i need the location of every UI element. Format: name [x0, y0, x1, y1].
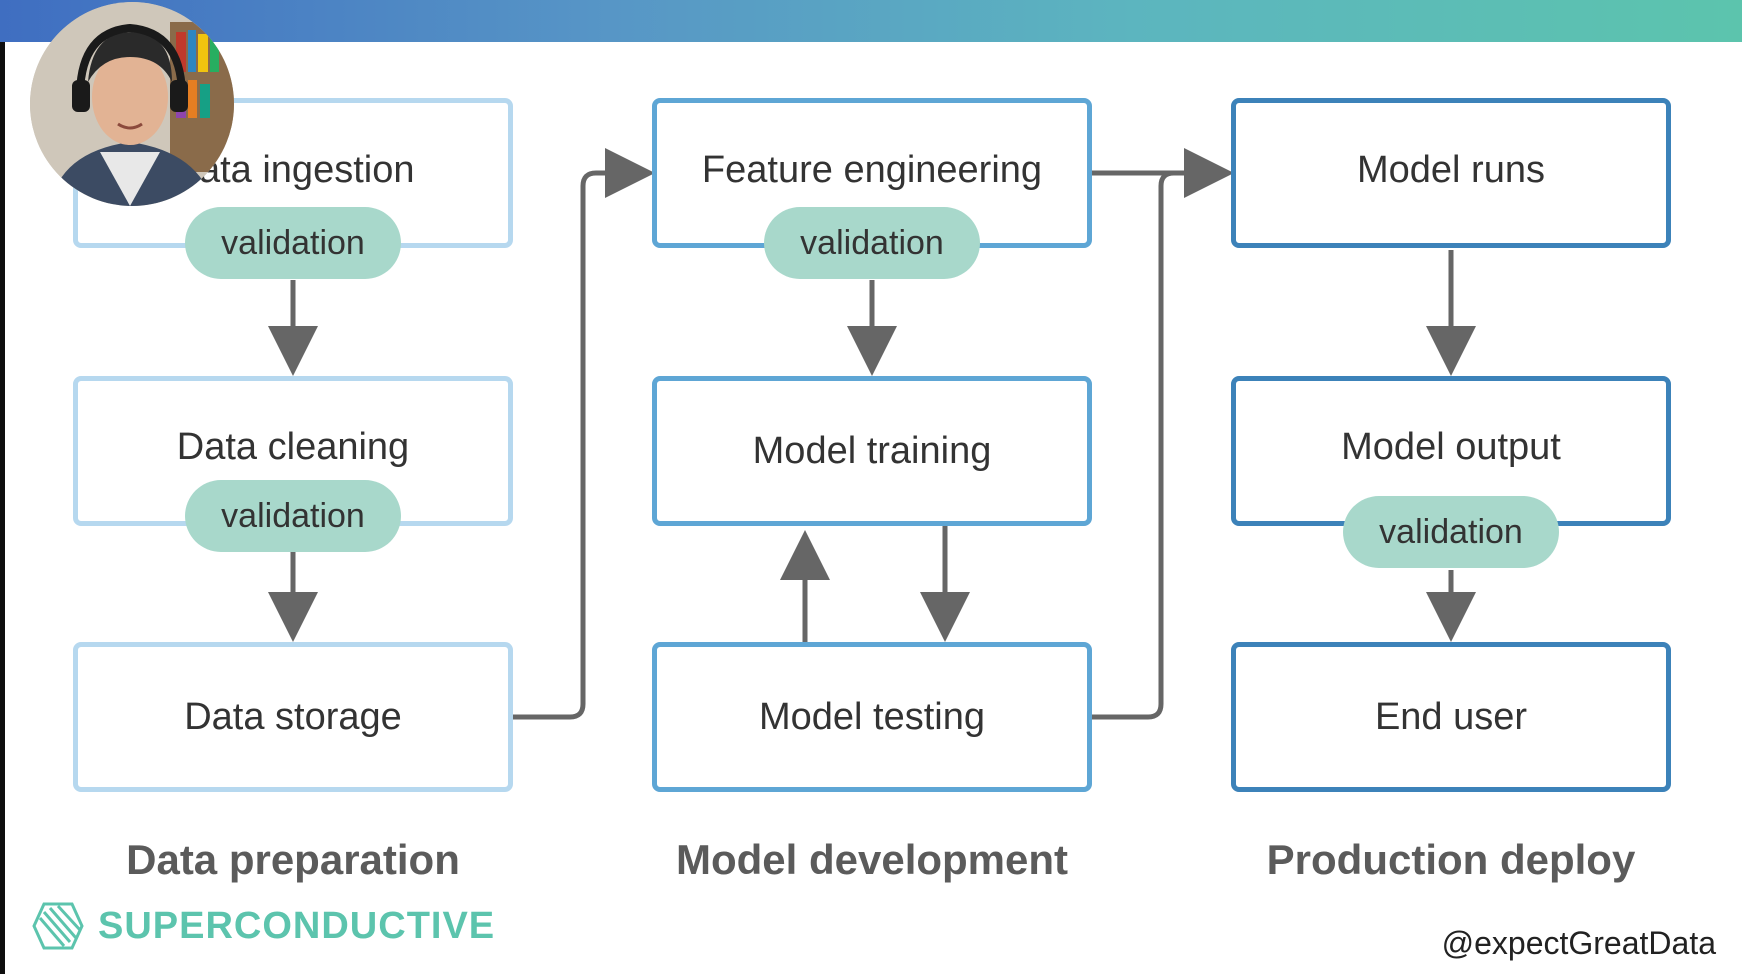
- brand-name: SUPERCONDUCTIVE: [98, 904, 496, 947]
- presenter-avatar-icon: [30, 2, 234, 206]
- presenter-webcam: [30, 2, 234, 206]
- validation-badge-ingestion: validation: [185, 207, 401, 279]
- validation-label: validation: [800, 223, 944, 262]
- validation-label: validation: [1379, 512, 1523, 551]
- arrow-testing-to-runs: [1092, 170, 1175, 720]
- validation-label: validation: [221, 223, 365, 262]
- twitter-handle: @expectGreatData: [1441, 925, 1716, 961]
- box-model-runs: Model runs: [1231, 98, 1671, 248]
- box-model-training: Model training: [652, 376, 1092, 526]
- validation-label: validation: [221, 496, 365, 535]
- arrow-storage-to-feature: [513, 148, 655, 720]
- box-label: Data storage: [184, 695, 402, 738]
- box-label: Data cleaning: [176, 426, 410, 468]
- superconductive-logo-icon: [32, 902, 84, 950]
- box-label: End user: [1374, 695, 1528, 738]
- validation-badge-cleaning: validation: [185, 480, 401, 552]
- box-label: Model output: [1341, 426, 1561, 468]
- box-label: Feature engineering: [701, 149, 1043, 191]
- box-data-storage: Data storage: [73, 642, 513, 792]
- box-label: Model runs: [1357, 149, 1545, 191]
- section-label-production-deploy: Production deploy: [1266, 836, 1636, 883]
- validation-badge-output: validation: [1343, 496, 1559, 568]
- box-model-testing: Model testing: [652, 642, 1092, 792]
- box-end-user: End user: [1231, 642, 1671, 792]
- brand-logo: SUPERCONDUCTIVE: [30, 898, 495, 954]
- section-label-data-preparation: Data preparation: [126, 836, 460, 883]
- window-edge: [0, 0, 5, 974]
- box-feature-engineering: Feature engineering: [652, 98, 1092, 248]
- box-label: Model training: [752, 429, 992, 472]
- box-label: Model testing: [758, 695, 985, 738]
- section-label-model-development: Model development: [675, 836, 1069, 883]
- validation-badge-feature: validation: [764, 207, 980, 279]
- slide-header-bar: [0, 0, 1742, 42]
